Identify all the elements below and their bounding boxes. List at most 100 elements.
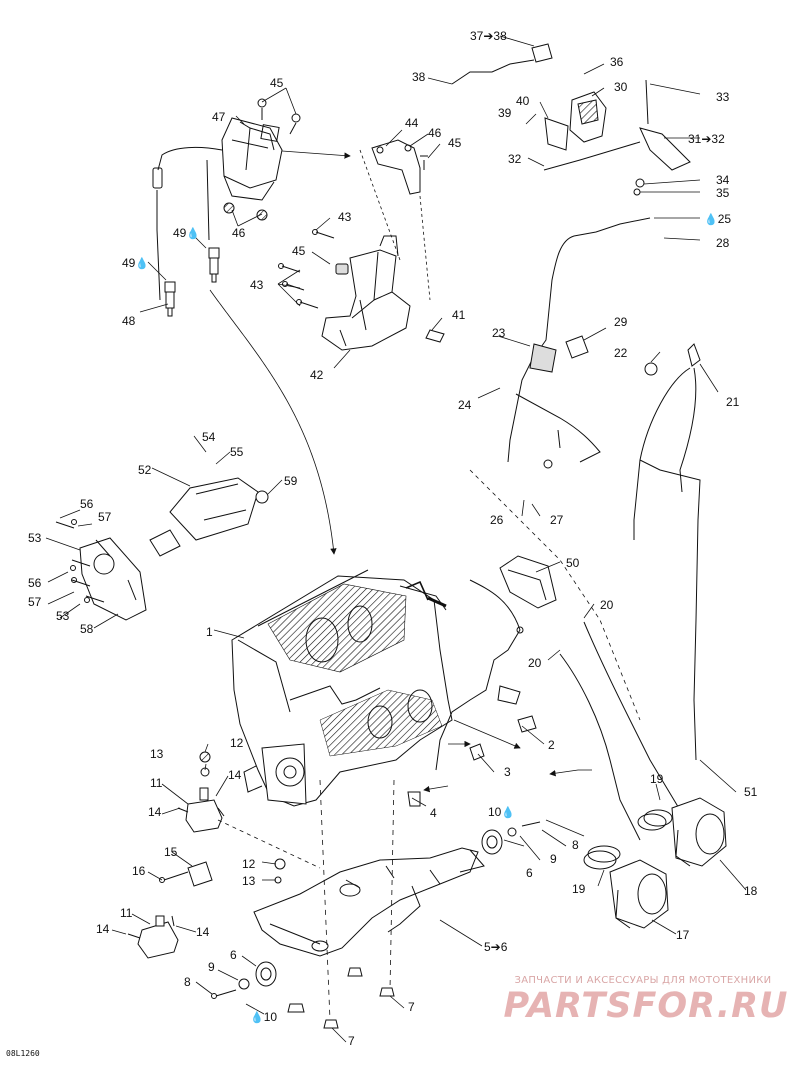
part-label-43a: 43 [338, 210, 352, 224]
spark-plug-48 [164, 281, 176, 317]
cable-21 [633, 343, 701, 761]
clamps-19 [583, 813, 667, 870]
part-label-11b: 11 [120, 906, 133, 920]
cable-25 [507, 217, 651, 469]
part-label-53b: 53 [56, 609, 70, 623]
oil-drop-icon: 💧 [135, 258, 150, 270]
small-bracket-44 [371, 139, 428, 195]
part-label-6a: 6 [526, 866, 533, 880]
part-label-59: 59 [284, 474, 298, 488]
part-label-22: 22 [614, 346, 628, 360]
part-label-58: 58 [80, 622, 94, 636]
part-label-46b: 46 [232, 226, 246, 240]
part-label-10b: 💧10 [250, 1010, 277, 1025]
part-label-25: 💧25 [704, 212, 731, 227]
part-label-32: 32 [508, 152, 522, 166]
nuts-7 [287, 967, 395, 1029]
oil-drop-icon: 💧 [250, 1012, 264, 1024]
part-label-47: 47 [212, 110, 226, 124]
leader-lines [45, 35, 747, 1043]
part-label-49a: 49💧 [122, 256, 149, 271]
part-label-29: 29 [614, 315, 628, 329]
starter-bracket [79, 537, 147, 621]
part-label-12a: 12 [230, 736, 244, 750]
rubber-mount-6-lower [211, 961, 277, 999]
oil-drop-icon: 💧 [704, 214, 718, 226]
part-label-11a: 11 [150, 776, 163, 790]
part-label-53a: 53 [28, 531, 42, 545]
part-label-45b: 45 [448, 136, 462, 150]
part-label-33: 33 [716, 90, 730, 104]
part-label-17: 17 [676, 928, 690, 942]
sleeve-15-16 [159, 861, 213, 887]
part-label-4: 4 [430, 806, 437, 820]
ignition-coil [221, 98, 301, 201]
oil-drop-icon: 💧 [186, 228, 201, 240]
part-label-46a: 46 [428, 126, 442, 140]
part-label-38: 38 [412, 70, 426, 84]
carburetor-18 [643, 797, 727, 867]
part-label-14d: 14 [196, 925, 210, 939]
part-label-49a-text: 49 [122, 256, 136, 270]
part-label-10b-text: 10 [263, 1010, 278, 1024]
part-label-3: 3 [504, 765, 511, 779]
part-label-6b: 6 [230, 948, 237, 962]
part-label-2: 2 [548, 738, 555, 752]
part-label-15: 15 [164, 845, 178, 859]
part-label-41: 41 [452, 308, 466, 322]
part-label-56b: 56 [28, 576, 42, 590]
part-label-57a: 57 [98, 510, 112, 524]
part-label-30: 30 [614, 80, 628, 94]
part-label-49b-text: 49 [173, 226, 187, 240]
part-label-45a: 45 [270, 76, 284, 90]
part-label-27: 27 [550, 513, 564, 527]
part-label-28: 28 [716, 236, 730, 250]
engine-block [231, 569, 453, 807]
part-label-43b: 43 [250, 278, 264, 292]
part-label-23: 23 [492, 326, 506, 340]
part-label-10a-text: 10 [488, 805, 502, 819]
watermark-logo: PARTSFOR.RU [503, 986, 789, 1026]
part-label-55: 55 [230, 445, 244, 459]
part-label-9a: 9 [550, 852, 557, 866]
part-label-39: 39 [498, 106, 512, 120]
part-label-57b: 57 [28, 595, 42, 609]
coil-nuts [223, 202, 268, 221]
engine-mount-11-upper [177, 751, 225, 833]
part-label-18: 18 [744, 884, 758, 898]
throttle-cable-38 [451, 43, 553, 85]
diagram-reference-code: 08L1260 [6, 1049, 40, 1058]
part-label-7b: 7 [348, 1034, 355, 1048]
part-label-37-38: 37➔38 [470, 29, 507, 43]
part-label-24: 24 [458, 398, 472, 412]
rubber-mount-6-upper [481, 821, 541, 855]
part-label-56a: 56 [80, 497, 94, 511]
part-label-1: 1 [206, 625, 213, 639]
high-tension-wire [152, 146, 223, 301]
part-label-20a: 20 [600, 598, 614, 612]
engine-harness [435, 579, 524, 771]
part-label-21: 21 [726, 395, 740, 409]
screws-53-56 [55, 519, 105, 603]
part-label-42: 42 [310, 368, 324, 382]
part-label-48: 48 [122, 314, 136, 328]
part-label-7a: 7 [408, 1000, 415, 1014]
part-label-12b: 12 [242, 857, 256, 871]
part-label-9b: 9 [208, 960, 215, 974]
part-label-51: 51 [744, 785, 758, 799]
part-label-14c: 14 [96, 922, 110, 936]
part-label-20b: 20 [528, 656, 542, 670]
part-label-10a: 10💧 [488, 805, 515, 820]
spark-plug-49 [208, 247, 220, 283]
part-label-25-text: 25 [717, 212, 732, 226]
part-label-26: 26 [490, 513, 504, 527]
part-label-14b: 14 [148, 805, 162, 819]
part-label-8a: 8 [572, 838, 579, 852]
part-label-19a: 19 [650, 772, 664, 786]
part-label-49b: 49💧 [173, 226, 200, 241]
part-label-31-32: 31➔32 [688, 132, 725, 146]
part-label-50: 50 [566, 556, 580, 570]
part-label-16: 16 [132, 864, 146, 878]
part-label-13a: 13 [150, 747, 164, 761]
